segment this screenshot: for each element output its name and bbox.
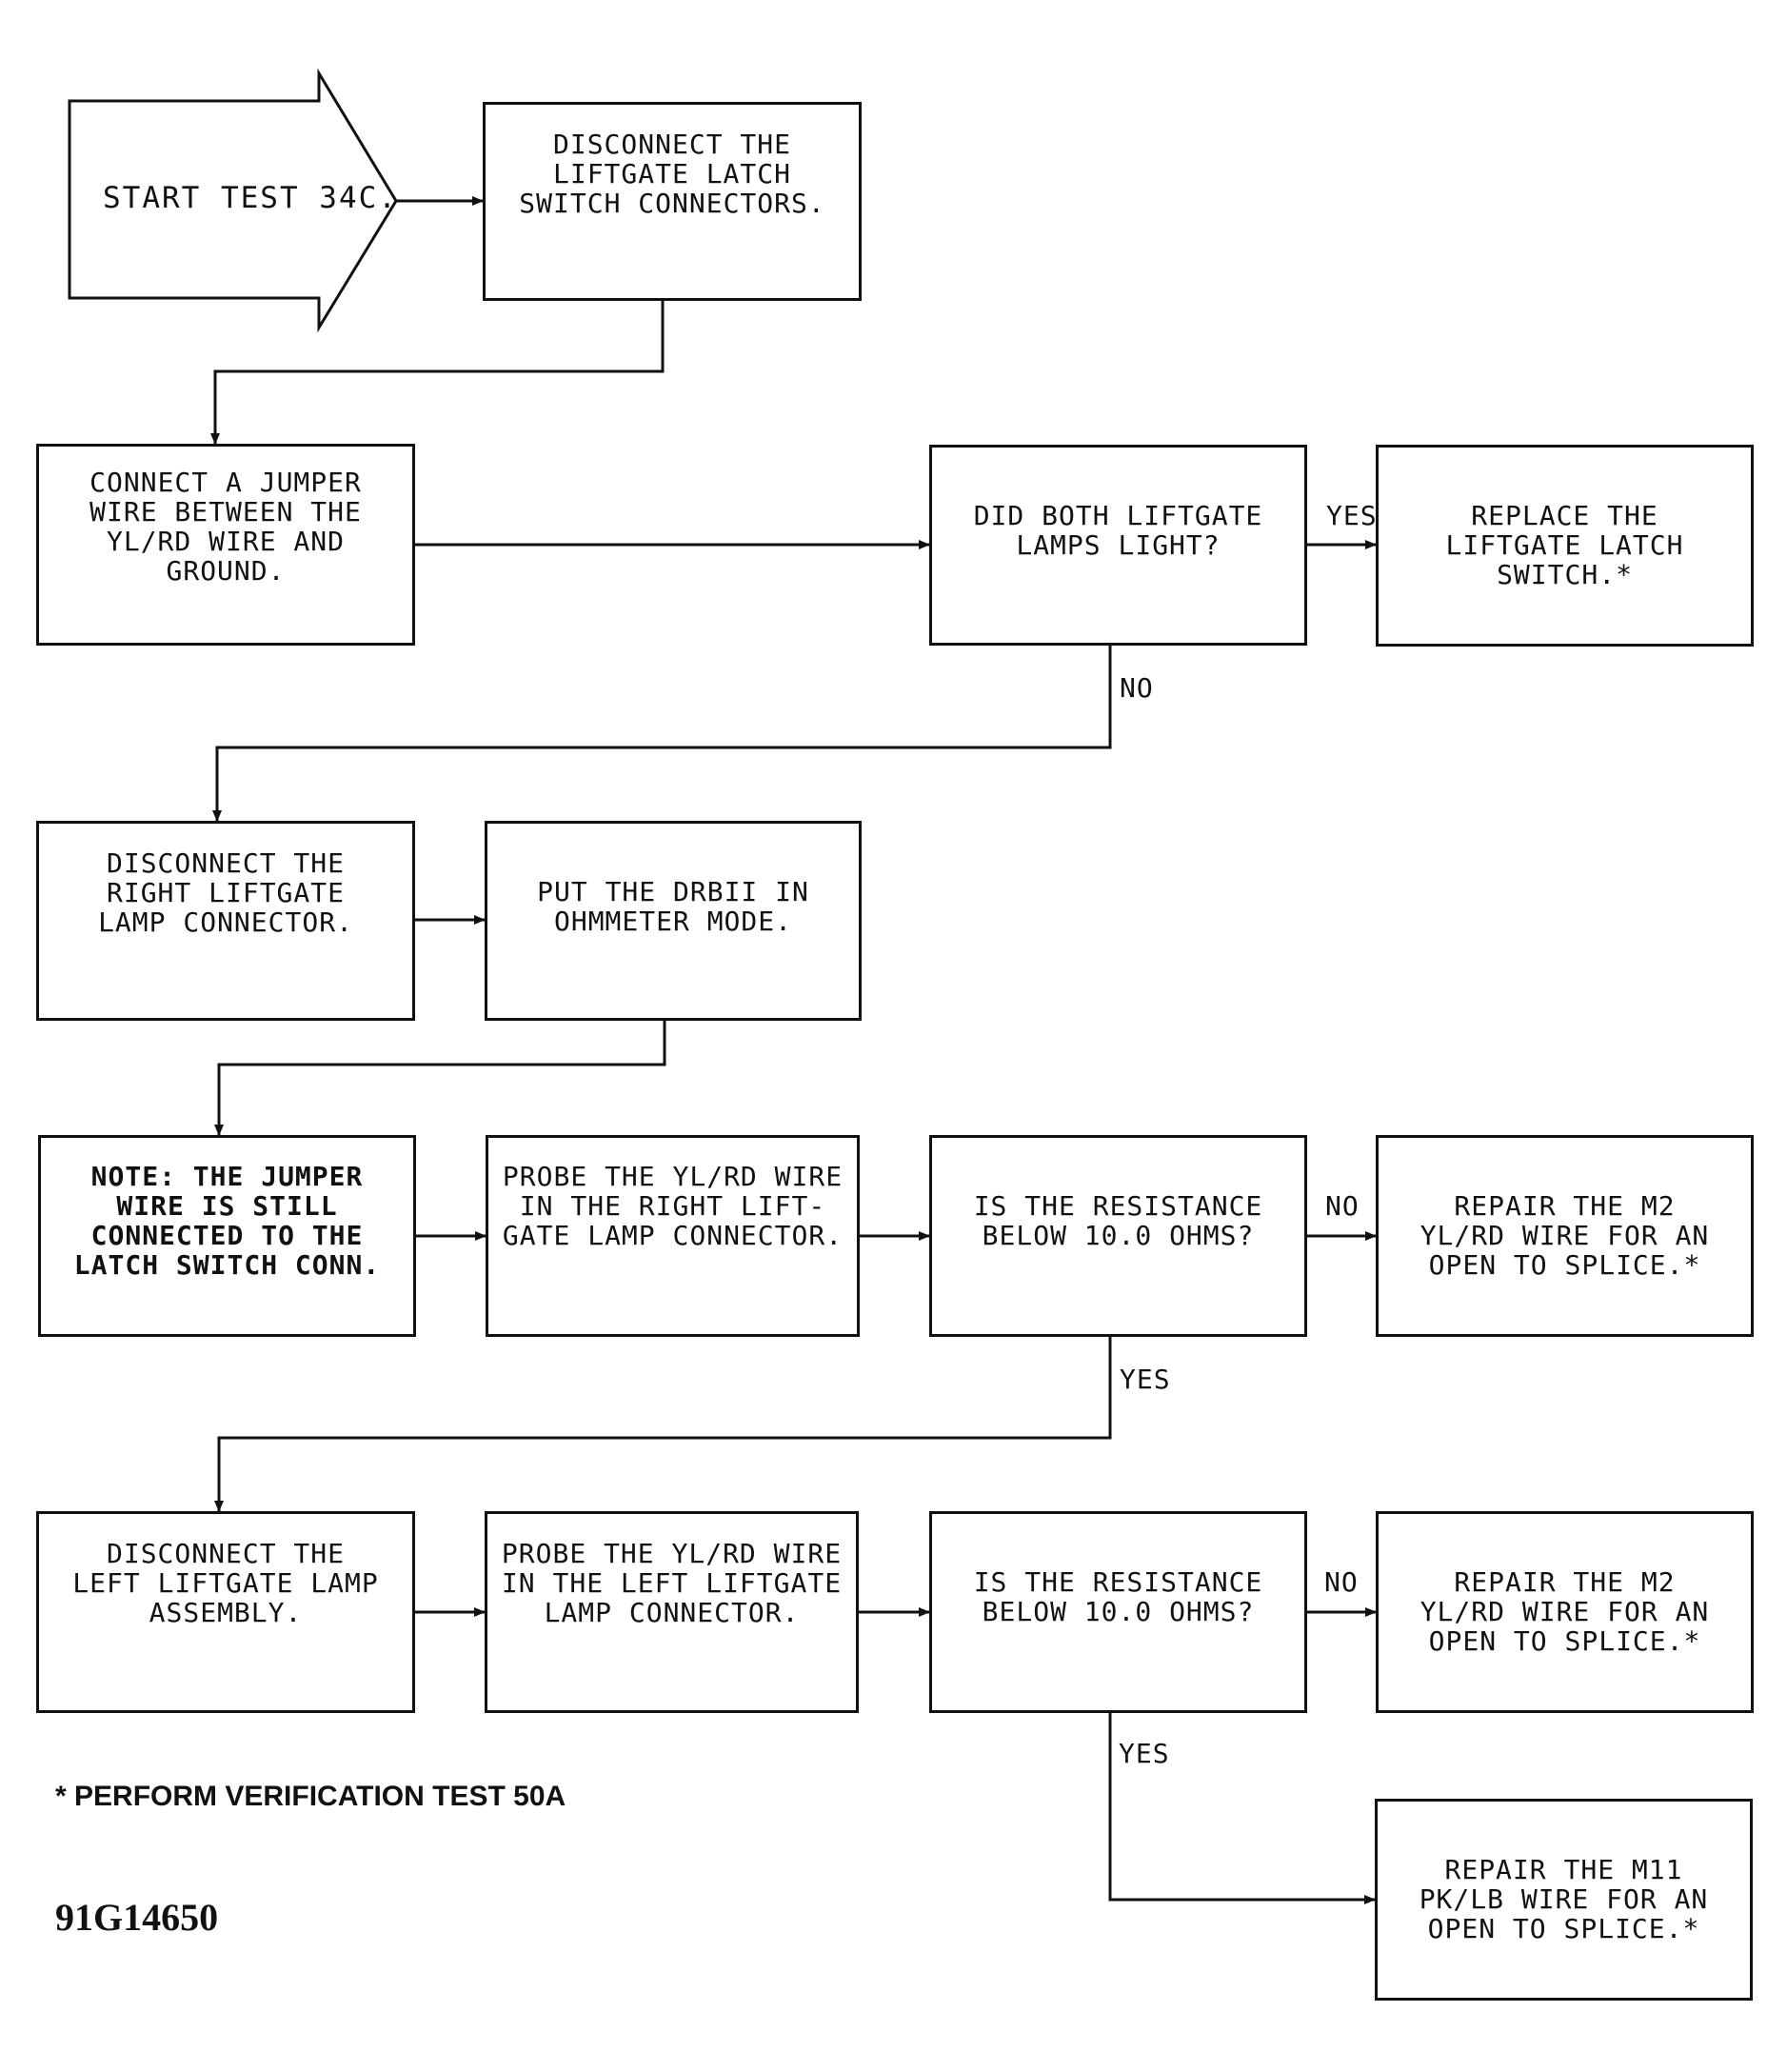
label-yes-resistance-right: YES: [1120, 1364, 1171, 1395]
start-arrow-shape: [68, 68, 398, 333]
step-disconnect-latch-text: DISCONNECT THE LIFTGATE LATCH SWITCH CON…: [519, 129, 825, 219]
step-connect-jumper-box: CONNECT A JUMPER WIRE BETWEEN THE YL/RD …: [36, 444, 415, 646]
footnote: * PERFORM VERIFICATION TEST 50A: [55, 1781, 566, 1812]
step-put-drbii-box: PUT THE DRBII IN OHMMETER MODE.: [485, 821, 862, 1021]
label-no-resistance-right: NO: [1325, 1190, 1360, 1222]
result-repair-m2-left-box: REPAIR THE M2 YL/RD WIRE FOR AN OPEN TO …: [1376, 1511, 1754, 1713]
label-yes-resistance-left: YES: [1119, 1738, 1170, 1769]
note-jumper-text: NOTE: THE JUMPER WIRE IS STILL CONNECTED…: [73, 1161, 381, 1281]
step-disconnect-left-box: DISCONNECT THE LEFT LIFTGATE LAMP ASSEMB…: [36, 1511, 415, 1713]
step-disconnect-left-text: DISCONNECT THE LEFT LIFTGATE LAMP ASSEMB…: [72, 1538, 379, 1628]
start-label: START TEST 34C.: [103, 181, 398, 215]
result-repair-m2-right-box: REPAIR THE M2 YL/RD WIRE FOR AN OPEN TO …: [1376, 1135, 1754, 1337]
step-disconnect-latch-box: DISCONNECT THE LIFTGATE LATCH SWITCH CON…: [483, 102, 862, 301]
result-repair-m2-left-text: REPAIR THE M2 YL/RD WIRE FOR AN OPEN TO …: [1420, 1566, 1710, 1657]
question-resistance-right-text: IS THE RESISTANCE BELOW 10.0 OHMS?: [973, 1190, 1263, 1251]
step-probe-right-text: PROBE THE YL/RD WIRE IN THE RIGHT LIFT- …: [502, 1161, 844, 1251]
connector-resistance-right-to-disconnect-left: [214, 1336, 1112, 1512]
connector-resistance-left-to-repair-m11: [1108, 1712, 1376, 1904]
result-replace-latch-box: REPLACE THE LIFTGATE LATCH SWITCH.*: [1376, 445, 1754, 647]
label-no-resistance-left: NO: [1324, 1566, 1359, 1598]
connector-latch-to-jumper: [210, 300, 665, 445]
question-resistance-right-box: IS THE RESISTANCE BELOW 10.0 OHMS?: [929, 1135, 1307, 1337]
question-both-lamps-box: DID BOTH LIFTGATE LAMPS LIGHT?: [929, 445, 1307, 646]
result-repair-m2-right-text: REPAIR THE M2 YL/RD WIRE FOR AN OPEN TO …: [1420, 1190, 1710, 1281]
result-repair-m11-box: REPAIR THE M11 PK/LB WIRE FOR AN OPEN TO…: [1375, 1799, 1753, 2001]
question-resistance-left-text: IS THE RESISTANCE BELOW 10.0 OHMS?: [973, 1566, 1263, 1627]
label-no-lamps: NO: [1120, 672, 1154, 704]
step-probe-right-box: PROBE THE YL/RD WIRE IN THE RIGHT LIFT- …: [486, 1135, 860, 1337]
step-connect-jumper-text: CONNECT A JUMPER WIRE BETWEEN THE YL/RD …: [89, 467, 362, 587]
question-resistance-left-box: IS THE RESISTANCE BELOW 10.0 OHMS?: [929, 1511, 1307, 1713]
step-probe-left-text: PROBE THE YL/RD WIRE IN THE LEFT LIFTGAT…: [501, 1538, 843, 1628]
note-jumper-box: NOTE: THE JUMPER WIRE IS STILL CONNECTED…: [38, 1135, 416, 1337]
question-both-lamps-text: DID BOTH LIFTGATE LAMPS LIGHT?: [973, 500, 1263, 561]
step-disconnect-right-text: DISCONNECT THE RIGHT LIFTGATE LAMP CONNE…: [98, 847, 353, 938]
connector-question-to-disconnect-right: [212, 646, 1112, 822]
label-yes-lamps: YES: [1326, 500, 1378, 531]
figure-id: 91G14650: [55, 1896, 219, 1939]
result-replace-latch-text: REPLACE THE LIFTGATE LATCH SWITCH.*: [1445, 500, 1684, 590]
step-disconnect-right-box: DISCONNECT THE RIGHT LIFTGATE LAMP CONNE…: [36, 821, 415, 1021]
step-probe-left-box: PROBE THE YL/RD WIRE IN THE LEFT LIFTGAT…: [485, 1511, 859, 1713]
step-put-drbii-text: PUT THE DRBII IN OHMMETER MODE.: [537, 876, 809, 937]
connector-drbii-to-note: [214, 1020, 666, 1136]
result-repair-m11-text: REPAIR THE M11 PK/LB WIRE FOR AN OPEN TO…: [1419, 1854, 1709, 1944]
